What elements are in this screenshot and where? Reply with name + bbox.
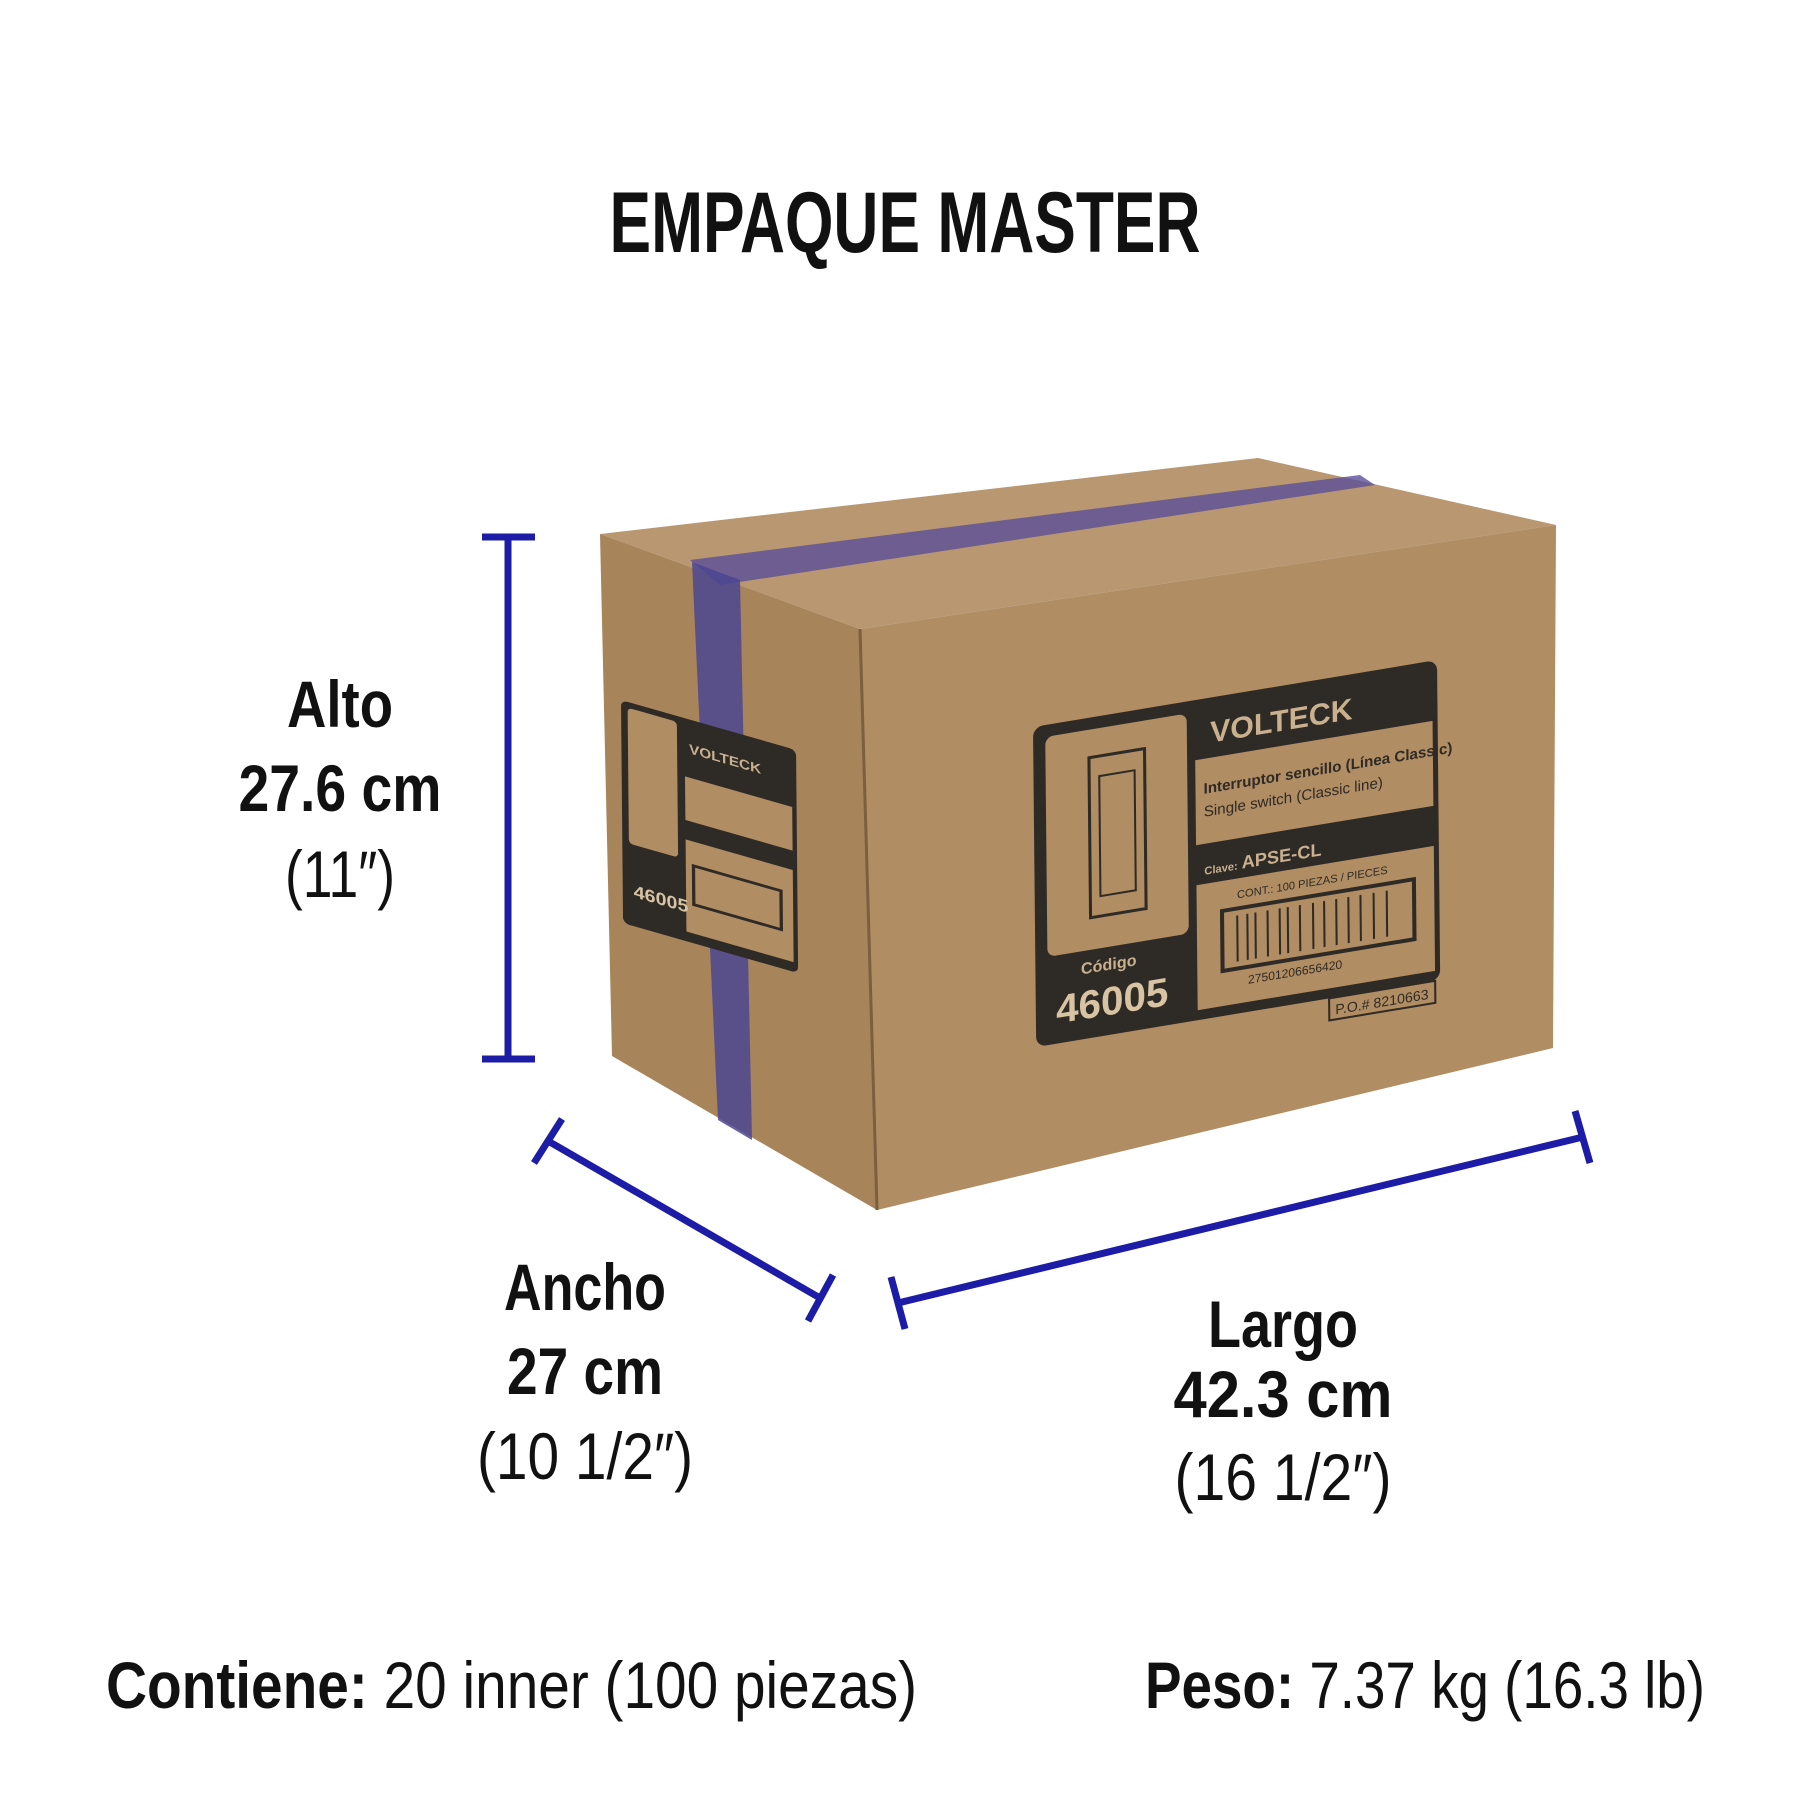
contents-label: Contiene:: [106, 1648, 368, 1722]
ancho-imperial: (10 1/2″): [477, 1419, 693, 1493]
ancho-dimension-line: [531, 1117, 837, 1323]
largo-label: Largo: [1208, 1287, 1358, 1361]
clave-label: Clave:: [1204, 860, 1237, 877]
box-top-face: [600, 458, 1556, 629]
alto-metric: 27.6 cm: [239, 751, 442, 825]
alto-text: Alto 27.6 cm (11″): [239, 667, 442, 911]
largo-metric: 42.3 cm: [1174, 1357, 1393, 1431]
contents-value: 20 inner (100 piezas): [384, 1648, 917, 1722]
page-title: EMPAQUE MASTER: [610, 175, 1201, 271]
alto-label: Alto: [287, 667, 393, 741]
largo-dimension-line: [887, 1110, 1594, 1330]
weight-value: 7.37 kg (16.3 lb): [1309, 1648, 1705, 1722]
weight-label: Peso:: [1145, 1648, 1294, 1722]
largo-text: Largo 42.3 cm (16 1/2″): [1174, 1287, 1393, 1514]
box-front-label: VOLTECK Interruptor sencillo (Línea Clas…: [1033, 661, 1452, 1046]
weight-info: Peso: 7.37 kg (16.3 lb): [1145, 1648, 1705, 1722]
box-side-label: VOLTECK 46005: [621, 701, 799, 972]
barcode: [1219, 876, 1417, 974]
ancho-label: Ancho: [504, 1250, 666, 1324]
packing-tape: [690, 475, 1375, 585]
alto-dimension-line: [482, 533, 535, 1063]
alto-imperial: (11″): [285, 837, 395, 911]
contents-info: Contiene: 20 inner (100 piezas): [106, 1648, 917, 1722]
ancho-text: Ancho 27 cm (10 1/2″): [477, 1250, 693, 1493]
ancho-metric: 27 cm: [507, 1334, 663, 1408]
largo-imperial: (16 1/2″): [1175, 1440, 1392, 1514]
